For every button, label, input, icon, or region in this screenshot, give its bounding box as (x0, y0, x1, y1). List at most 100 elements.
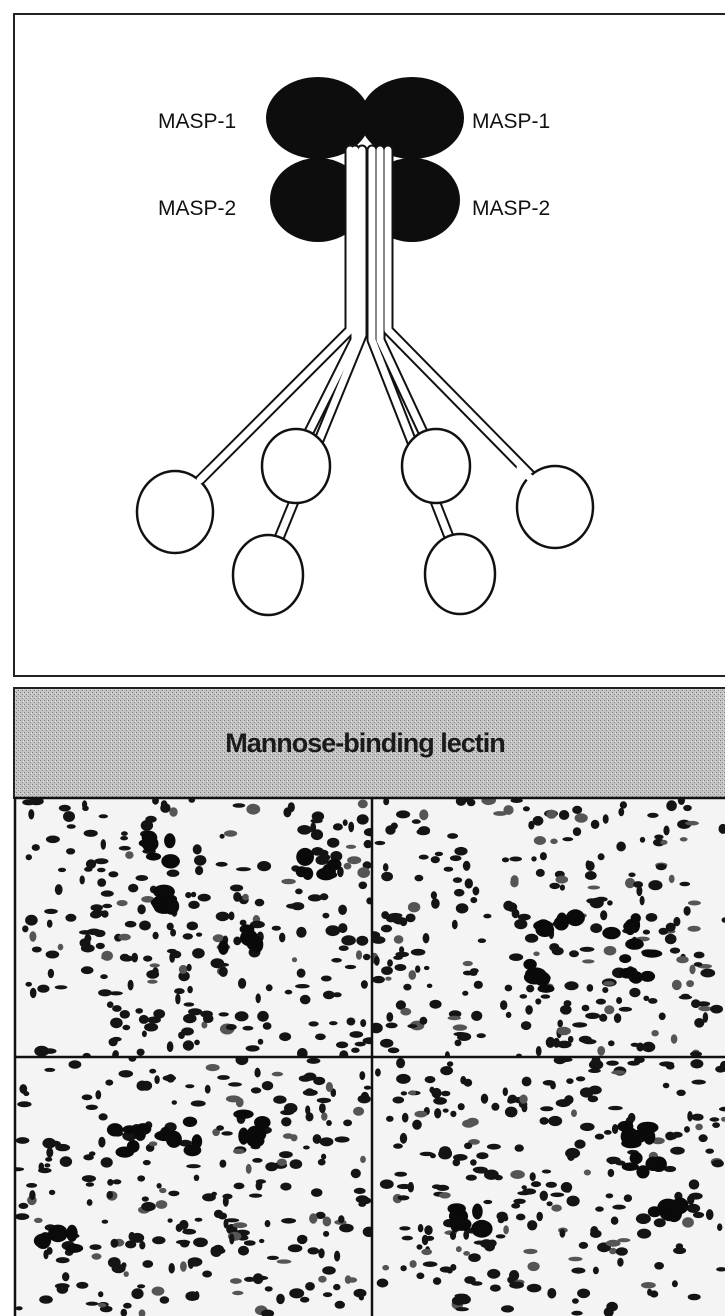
micrograph-speck (399, 1226, 410, 1230)
micrograph-speck (253, 1273, 264, 1284)
micrograph-speck (65, 914, 76, 922)
micrograph-speck (335, 1136, 350, 1142)
micrograph-speck (468, 1253, 481, 1262)
micrograph-speck (168, 1191, 179, 1197)
micrograph-speck (361, 1092, 369, 1102)
micrograph-speck (656, 864, 667, 870)
micrograph-speck (319, 1103, 326, 1113)
micrograph-speck (184, 1002, 195, 1006)
micrograph-speck (101, 890, 114, 896)
micrograph-speck (152, 1287, 165, 1296)
micrograph-speck (117, 900, 128, 906)
micrograph-speck (120, 1010, 130, 1019)
micrograph-speck (265, 1220, 271, 1227)
micrograph-speck (546, 810, 557, 819)
micrograph-speck (463, 861, 471, 871)
micrograph-speck (129, 1232, 136, 1241)
micrograph-speck (39, 1295, 53, 1303)
micrograph-speck (409, 970, 417, 980)
micrograph-speck (221, 1131, 233, 1135)
micrograph-speck (564, 1000, 572, 1007)
micrograph-speck (470, 1159, 477, 1165)
micrograph-speck (226, 1024, 237, 1030)
micrograph-speck (418, 1224, 424, 1232)
micrograph-speck (169, 1263, 175, 1274)
micrograph-speck (608, 1106, 623, 1110)
micrograph-speck (142, 1196, 149, 1201)
micrograph-speck (135, 1008, 143, 1014)
molecule-particle (624, 919, 636, 935)
micrograph-speck (295, 984, 310, 988)
micrograph-speck (257, 1011, 269, 1022)
micrograph-speck (244, 1240, 256, 1246)
micrograph-speck (400, 1265, 406, 1271)
micrograph-speck (310, 822, 316, 833)
micrograph-speck (417, 1244, 423, 1249)
micrograph-speck (579, 1036, 592, 1043)
micrograph-speck (309, 1213, 317, 1223)
micrograph-speck (490, 1285, 501, 1292)
micrograph-speck (321, 1154, 326, 1160)
micrograph-speck (228, 1082, 242, 1086)
micrograph-speck (242, 894, 249, 901)
micrograph-speck (168, 1218, 173, 1222)
micrograph-speck (176, 1240, 190, 1244)
micrograph-speck (582, 959, 594, 963)
micrograph-speck (216, 1125, 224, 1130)
micrograph-speck (147, 980, 157, 984)
micrograph-speck (399, 946, 404, 953)
micrograph-speck (393, 1097, 405, 1104)
micrograph-speck (580, 947, 595, 952)
micrograph-speck (102, 1220, 109, 1224)
micrograph-speck (101, 951, 113, 961)
molecule-particle (471, 1220, 492, 1238)
micrograph-speck (685, 821, 699, 826)
micrograph-speck (34, 1046, 49, 1057)
micrograph-speck (17, 1101, 31, 1107)
micrograph-speck (338, 905, 347, 915)
micrograph-speck (32, 947, 42, 953)
molecule-particle (622, 1162, 639, 1171)
micrograph-speck (550, 1193, 564, 1198)
micrograph-speck (559, 810, 569, 820)
micrograph-speck (123, 1303, 132, 1309)
micrograph-speck (361, 980, 368, 989)
micrograph-speck (10, 1167, 24, 1171)
micrograph-speck (160, 803, 170, 813)
micrograph-speck (100, 974, 108, 979)
micrograph-speck (179, 965, 188, 974)
molecule-particle (154, 1131, 174, 1142)
micrograph-speck (462, 991, 468, 996)
micrograph-speck (90, 911, 101, 919)
micrograph-speck (153, 932, 159, 940)
molecule-particle (66, 1225, 77, 1242)
micrograph-speck (670, 948, 680, 954)
micrograph-speck (308, 1247, 320, 1254)
micrograph-speck (509, 953, 523, 961)
micrograph-speck (338, 923, 347, 933)
lectin-head (137, 471, 213, 553)
micrograph-panel-2 (367, 795, 725, 1060)
micrograph-speck (450, 1111, 456, 1117)
lectin-head (402, 429, 470, 503)
micrograph-speck (380, 1039, 393, 1048)
micrograph-speck (139, 921, 151, 931)
micrograph-speck (525, 934, 538, 943)
micrograph-speck (671, 1034, 678, 1043)
micrograph-speck (249, 1194, 262, 1198)
micrograph-speck (107, 1191, 113, 1199)
micrograph-speck (456, 1307, 469, 1311)
micrograph-speck (112, 1005, 122, 1012)
micrograph-speck (419, 855, 429, 860)
micrograph-speck (354, 1188, 366, 1194)
molecule-particle (296, 848, 314, 866)
micrograph-speck (396, 1074, 411, 1084)
micrograph-speck (458, 1103, 465, 1110)
micrograph-speck (418, 826, 430, 834)
micrograph-speck (137, 1284, 145, 1288)
micrograph-speck (549, 943, 559, 951)
micrograph-speck (681, 994, 690, 998)
micrograph-speck (620, 801, 627, 809)
micrograph-speck (124, 1271, 129, 1277)
micrograph-speck (183, 1014, 197, 1024)
